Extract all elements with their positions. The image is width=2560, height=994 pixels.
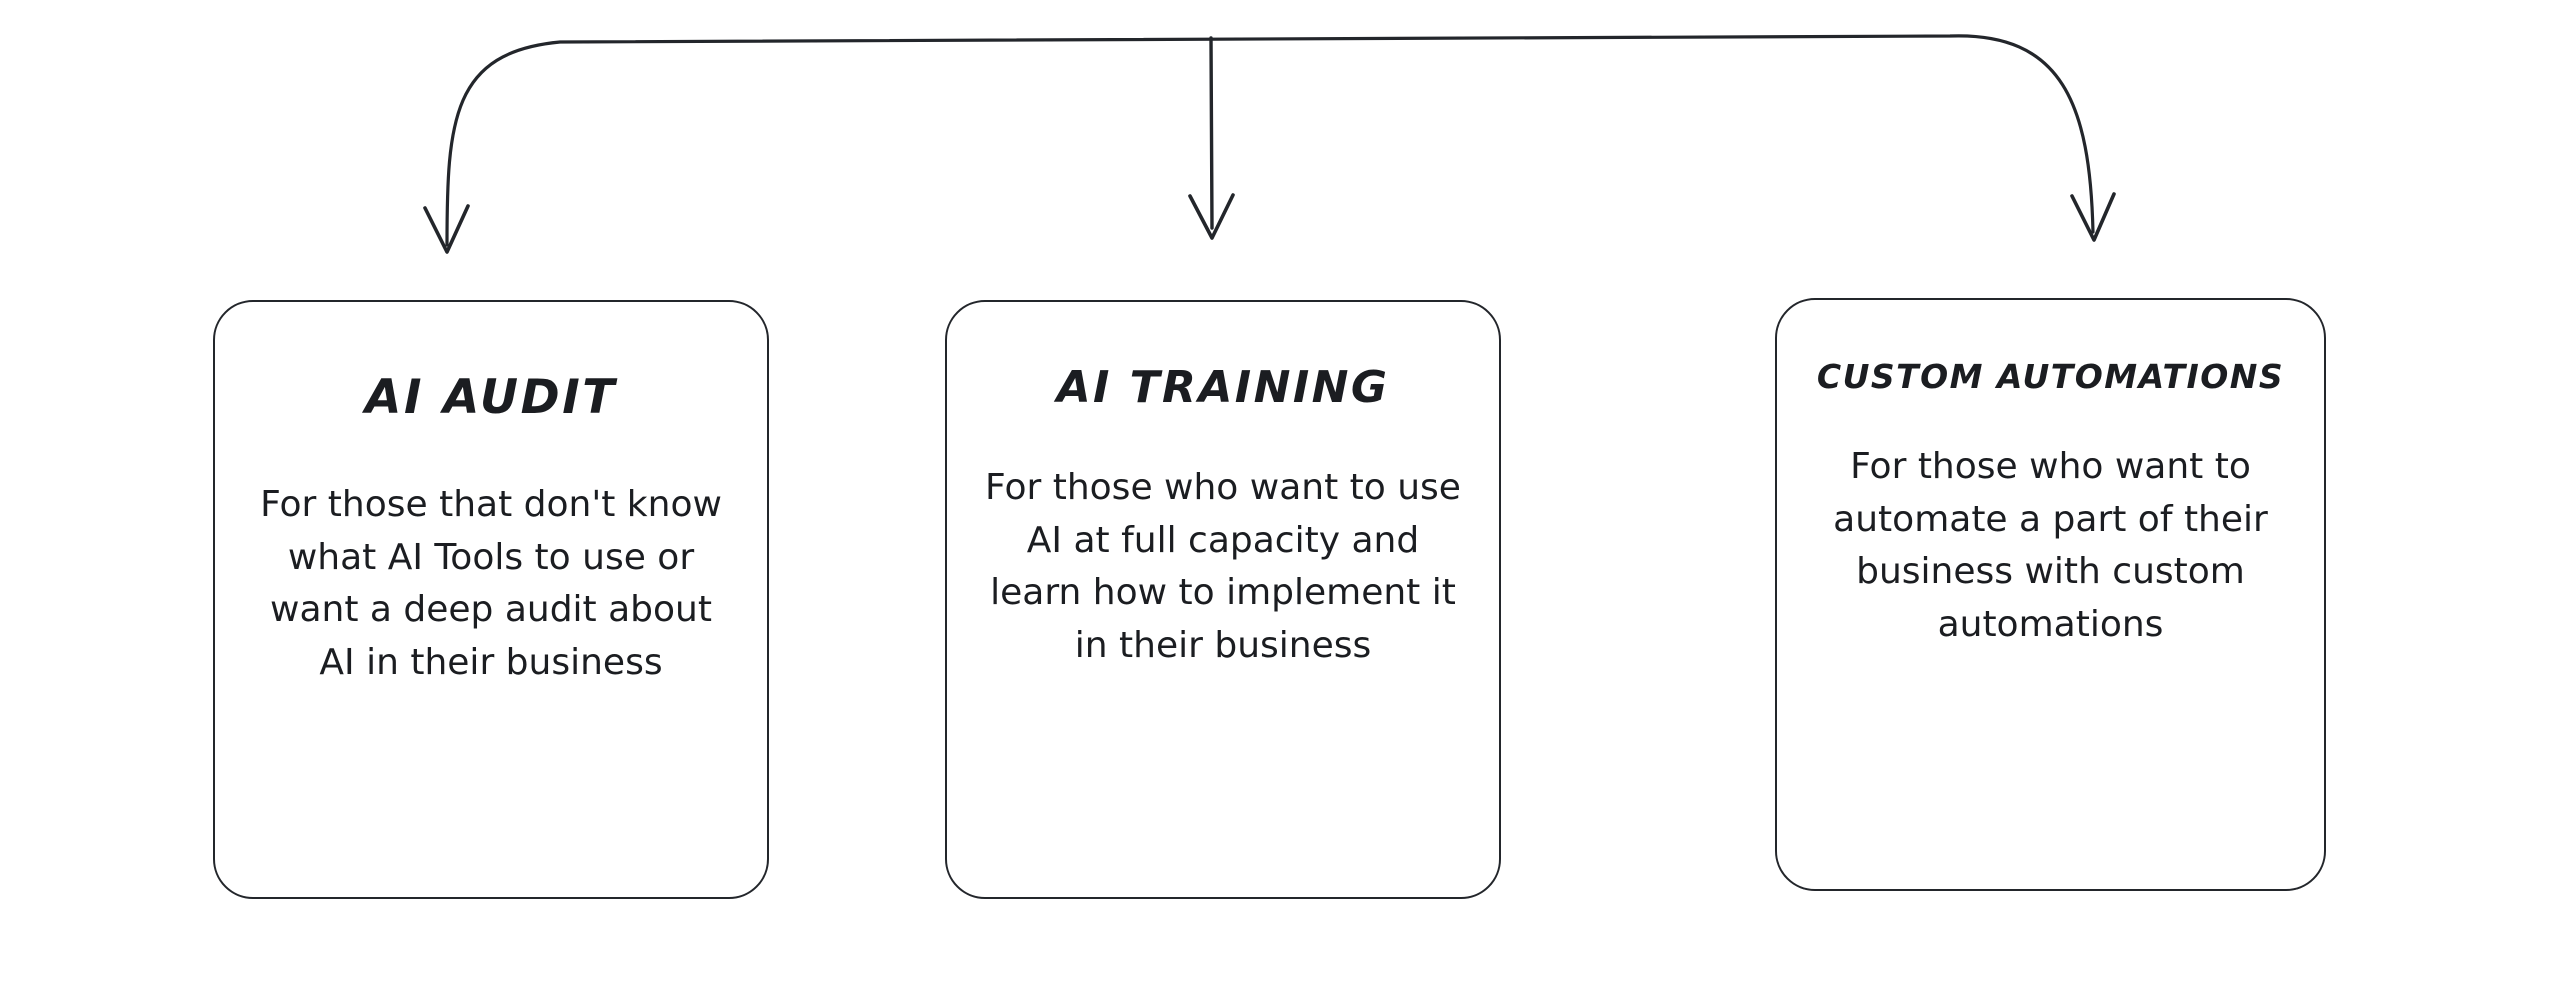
card-custom-automations[interactable]: CUSTOM AUTOMATIONS For those who want to… xyxy=(1775,298,2326,891)
card-ai-training-title: AI TRAINING xyxy=(1056,362,1390,413)
card-custom-automations-title: CUSTOM AUTOMATIONS xyxy=(1816,357,2285,396)
down-arrow-left-icon xyxy=(423,204,470,254)
card-ai-training[interactable]: AI TRAINING For those who want to use AI… xyxy=(945,300,1501,899)
card-ai-audit-title: AI AUDIT xyxy=(365,370,617,425)
connector-middle-drop-path xyxy=(1209,36,1214,230)
card-ai-audit[interactable]: AI AUDIT For those that don't know what … xyxy=(213,300,769,899)
down-arrow-right-icon xyxy=(2070,192,2116,242)
connector-spine-path xyxy=(445,34,2095,247)
card-ai-audit-body: For those that don't know what AI Tools … xyxy=(260,484,722,683)
down-arrow-middle-icon xyxy=(1188,193,1235,240)
card-custom-automations-body: For those who want to automate a part of… xyxy=(1833,446,2268,645)
card-ai-training-body: For those who want to use AI at full cap… xyxy=(985,467,1461,666)
